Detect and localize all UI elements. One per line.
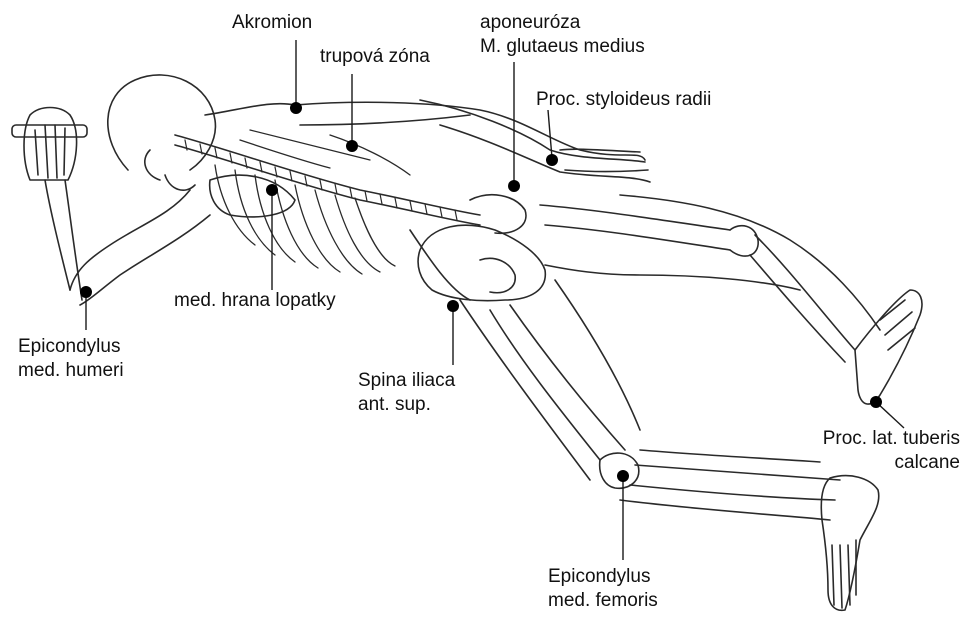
hand-icon xyxy=(24,108,77,181)
marker-proc-lat xyxy=(870,396,882,408)
marker-trupova xyxy=(346,140,358,152)
marker-styloideus xyxy=(546,154,558,166)
femur-lower-icon xyxy=(490,310,600,460)
label-epic-femoris-1: Epicondylus xyxy=(548,566,650,588)
label-epic-humeri-1: Epicondylus xyxy=(18,336,120,358)
label-spina-1: Spina iliaca xyxy=(358,370,455,392)
label-akromion: Akromion xyxy=(232,12,312,34)
label-proc-styloideus: Proc. styloideus radii xyxy=(536,89,711,111)
label-med-hrana-lopatky: med. hrana lopatky xyxy=(174,290,336,312)
marker-spina xyxy=(447,300,459,312)
marker-med-hrana xyxy=(266,184,278,196)
pelvis-icon xyxy=(418,225,545,301)
label-trupova-zona: trupová zóna xyxy=(320,46,430,68)
label-epic-femoris-2: med. femoris xyxy=(548,590,658,612)
skull-icon xyxy=(108,75,216,170)
marker-epic-humeri xyxy=(80,286,92,298)
label-aponeuroza-1: aponeuróza xyxy=(480,12,580,34)
spine-icon xyxy=(175,135,480,215)
marker-epic-femoris xyxy=(617,470,629,482)
label-proc-lat-2: calcane xyxy=(895,452,961,474)
marker-akromion xyxy=(290,102,302,114)
label-spina-2: ant. sup. xyxy=(358,394,431,416)
foot-right-icon xyxy=(855,290,922,404)
label-proc-lat-1: Proc. lat. tuberis xyxy=(823,428,960,450)
femur-raised-icon xyxy=(540,205,730,230)
marker-aponeuroza xyxy=(508,180,520,192)
ribcage-icon xyxy=(215,130,410,274)
label-epic-humeri-2: med. humeri xyxy=(18,360,124,382)
label-aponeuroza-2: M. glutaeus medius xyxy=(480,36,645,58)
